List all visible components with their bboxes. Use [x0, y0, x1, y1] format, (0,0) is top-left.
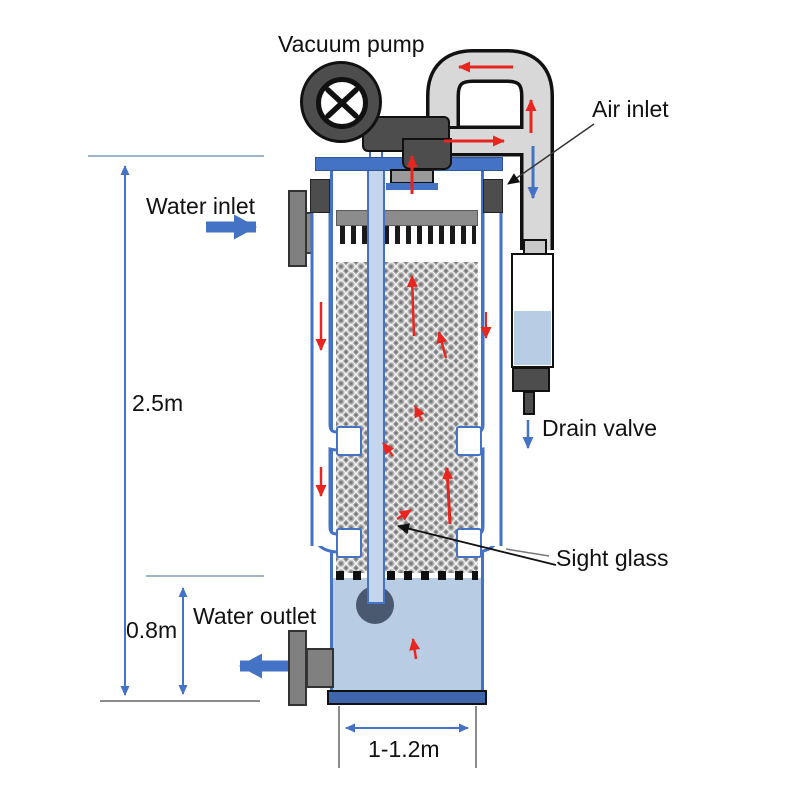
packing-media — [336, 262, 478, 573]
overall-height-dimension: 2.5m — [132, 390, 184, 416]
water-inlet-flange — [288, 190, 307, 267]
side-fitting-lower-left — [336, 528, 362, 558]
bottom-tank-water — [333, 578, 481, 691]
tank-base — [327, 690, 487, 705]
pump-body-elbow — [402, 138, 452, 170]
bottom-reference-line — [100, 700, 260, 702]
tank-height-dimension: 0.8m — [126, 617, 178, 643]
central-sight-tube — [367, 167, 385, 604]
drain-valve-stem — [523, 391, 535, 415]
sight-glass-leader — [505, 548, 550, 557]
side-fitting-upper-left — [336, 426, 362, 456]
pump-icon-inner — [316, 77, 368, 129]
distributor-plate — [336, 210, 478, 226]
sight-glass-label: Sight glass — [556, 545, 669, 571]
distributor-teeth — [340, 226, 476, 244]
vessel-width-dimension: 1-1.2m — [368, 736, 440, 762]
width-tick-left — [338, 706, 340, 768]
left-shoulder-stub — [310, 179, 330, 213]
sight-glass-fitting — [456, 528, 482, 558]
water-outlet-hub — [306, 648, 334, 688]
drain-valve-label: Drain valve — [542, 415, 658, 441]
side-fitting-upper-right — [456, 426, 482, 456]
water-outlet-flange — [288, 630, 307, 706]
lid-suction-fitting — [390, 169, 434, 184]
packing-support-dashes — [336, 571, 478, 580]
drain-valve-body — [512, 367, 550, 392]
air-inlet-leader — [507, 123, 595, 185]
water-inlet-label: Water inlet — [146, 193, 256, 219]
lid-suction-collar — [386, 183, 438, 190]
vacuum-pump-label: Vacuum pump — [278, 31, 425, 57]
air-inlet-label: Air inlet — [592, 96, 669, 122]
top-reference-line — [88, 155, 264, 157]
mid-reference-line — [146, 575, 264, 577]
water-outlet-label: Water outlet — [193, 603, 317, 629]
width-tick-right — [475, 706, 477, 768]
air-inlet-fitting — [483, 179, 503, 213]
drain-pot-water — [514, 311, 551, 365]
